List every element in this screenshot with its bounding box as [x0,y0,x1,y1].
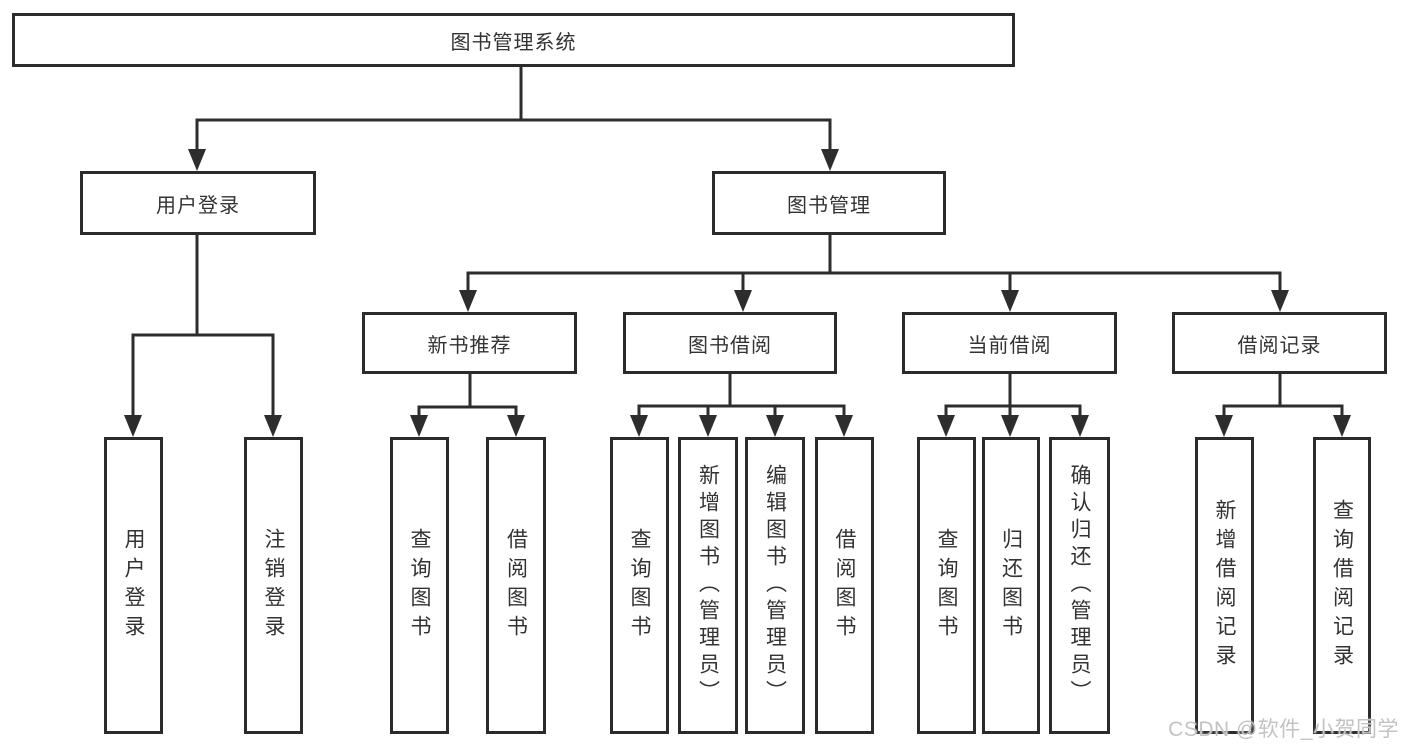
node-current-borrow-label: 当前借阅 [967,334,1052,357]
node-book-management: 图书管理 [712,171,946,235]
leaf-borrow-books-recommend: 借阅图书 [486,437,546,734]
leaf-return-book-label: 归还图书 [999,527,1023,644]
node-user-login: 用户登录 [80,171,316,235]
node-root: 图书管理系统 [12,13,1015,67]
leaf-confirm-return-admin: 确认归还（管理员） [1049,437,1110,734]
leaf-query-books-recommend: 查询图书 [390,437,449,734]
leaf-add-borrow-record: 新增借阅记录 [1195,437,1254,734]
leaf-add-borrow-record-label: 新增借阅记录 [1213,498,1237,673]
leaf-query-books-current-label: 查询图书 [935,527,959,644]
leaf-add-book-admin-label: 新增图书（管理员） [696,464,720,707]
leaf-query-books-borrow: 查询图书 [610,437,669,734]
leaf-confirm-return-admin-label: 确认归还（管理员） [1068,464,1092,707]
node-new-book-recommend-label: 新书推荐 [427,334,512,357]
csdn-watermark: CSDN @软件_小贺同学 [1168,718,1399,741]
leaf-user-login-label: 用户登录 [122,527,146,644]
leaf-edit-book-admin-label: 编辑图书（管理员） [763,464,787,707]
node-book-borrow: 图书借阅 [623,312,837,374]
leaf-user-login: 用户登录 [104,437,163,734]
leaf-query-books-current: 查询图书 [917,437,976,734]
leaf-edit-book-admin: 编辑图书（管理员） [745,437,805,734]
node-new-book-recommend: 新书推荐 [362,312,577,374]
leaf-borrow-book-label: 借阅图书 [833,527,857,644]
leaf-logout-label: 注销登录 [262,527,286,644]
node-borrow-records: 借阅记录 [1172,312,1387,374]
arrowheads [124,149,1351,437]
node-borrow-records-label: 借阅记录 [1237,334,1322,357]
leaf-query-books-recommend-label: 查询图书 [408,527,432,644]
leaf-query-borrow-record-label: 查询借阅记录 [1330,498,1354,673]
leaf-logout: 注销登录 [244,437,303,734]
node-user-login-label: 用户登录 [156,194,240,217]
leaf-add-book-admin: 新增图书（管理员） [678,437,738,734]
node-book-management-label: 图书管理 [787,194,871,217]
leaf-borrow-book: 借阅图书 [815,437,874,734]
leaf-query-books-borrow-label: 查询图书 [628,527,652,644]
node-current-borrow: 当前借阅 [902,312,1117,374]
leaf-borrow-books-recommend-label: 借阅图书 [504,527,528,644]
node-root-label: 图书管理系统 [450,31,577,54]
node-book-borrow-label: 图书借阅 [688,334,772,357]
leaf-query-borrow-record: 查询借阅记录 [1313,437,1371,734]
leaf-return-book: 归还图书 [982,437,1040,734]
